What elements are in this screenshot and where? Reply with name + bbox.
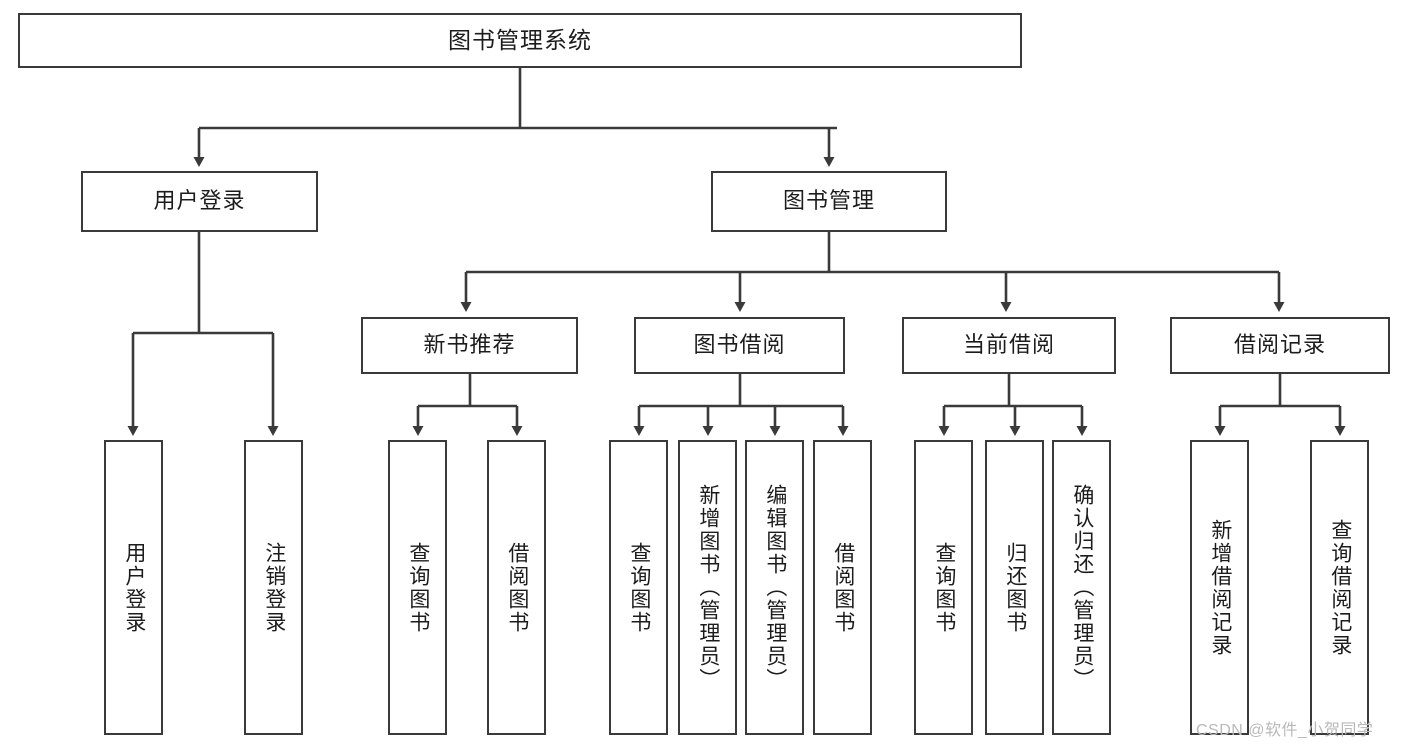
leaf-user-logout-label: 注销登录 [262, 541, 286, 634]
node-new-book-recommend-label: 新书推荐 [423, 332, 516, 358]
leaf-return-book-label: 归还图书 [1003, 541, 1027, 634]
leaf-user-logout[interactable]: 注销登录 [244, 440, 303, 735]
leaf-edit-book-admin[interactable]: 编辑图书（管理员） [745, 440, 804, 735]
node-current-borrow-label: 当前借阅 [962, 332, 1055, 358]
leaf-query-book-recommend[interactable]: 查询图书 [388, 440, 447, 735]
leaf-add-borrow-record-label: 新增借阅记录 [1208, 518, 1232, 657]
leaf-add-borrow-record[interactable]: 新增借阅记录 [1190, 440, 1249, 735]
leaf-query-book-current[interactable]: 查询图书 [914, 440, 973, 735]
node-book-borrow-label: 图书借阅 [693, 332, 786, 358]
leaf-query-borrow-record-label: 查询借阅记录 [1328, 518, 1352, 657]
node-root[interactable]: 图书管理系统 [18, 13, 1022, 68]
leaf-return-book[interactable]: 归还图书 [985, 440, 1044, 735]
leaf-confirm-return-admin-label: 确认归还（管理员） [1070, 484, 1094, 691]
leaf-edit-book-admin-label: 编辑图书（管理员） [763, 484, 787, 691]
node-user-login-label: 用户登录 [153, 188, 246, 214]
csdn-watermark: CSDN @软件_小贺同学 [1196, 722, 1374, 739]
leaf-borrow-book-recommend[interactable]: 借阅图书 [487, 440, 546, 735]
leaf-query-book-recommend-label: 查询图书 [406, 541, 430, 634]
leaf-query-book-borrow[interactable]: 查询图书 [609, 440, 668, 735]
leaf-add-book-admin[interactable]: 新增图书（管理员） [678, 440, 737, 735]
leaf-user-login-label: 用户登录 [122, 541, 146, 634]
leaf-borrow-book[interactable]: 借阅图书 [813, 440, 872, 735]
leaf-user-login[interactable]: 用户登录 [104, 440, 163, 735]
node-book-borrow[interactable]: 图书借阅 [634, 317, 845, 374]
leaf-borrow-book-recommend-label: 借阅图书 [505, 541, 529, 634]
leaf-borrow-book-label: 借阅图书 [831, 541, 855, 634]
node-borrow-records[interactable]: 借阅记录 [1170, 317, 1390, 374]
node-user-login[interactable]: 用户登录 [81, 171, 318, 232]
node-new-book-recommend[interactable]: 新书推荐 [361, 317, 578, 374]
leaf-query-book-borrow-label: 查询图书 [627, 541, 651, 634]
node-book-management-label: 图书管理 [782, 188, 875, 214]
node-root-label: 图书管理系统 [448, 26, 592, 53]
leaf-query-book-current-label: 查询图书 [932, 541, 956, 634]
leaf-confirm-return-admin[interactable]: 确认归还（管理员） [1052, 440, 1111, 735]
leaf-query-borrow-record[interactable]: 查询借阅记录 [1310, 440, 1369, 735]
node-current-borrow[interactable]: 当前借阅 [902, 317, 1116, 374]
node-borrow-records-label: 借阅记录 [1233, 332, 1326, 358]
node-book-management[interactable]: 图书管理 [711, 171, 947, 232]
leaf-add-book-admin-label: 新增图书（管理员） [696, 484, 720, 691]
